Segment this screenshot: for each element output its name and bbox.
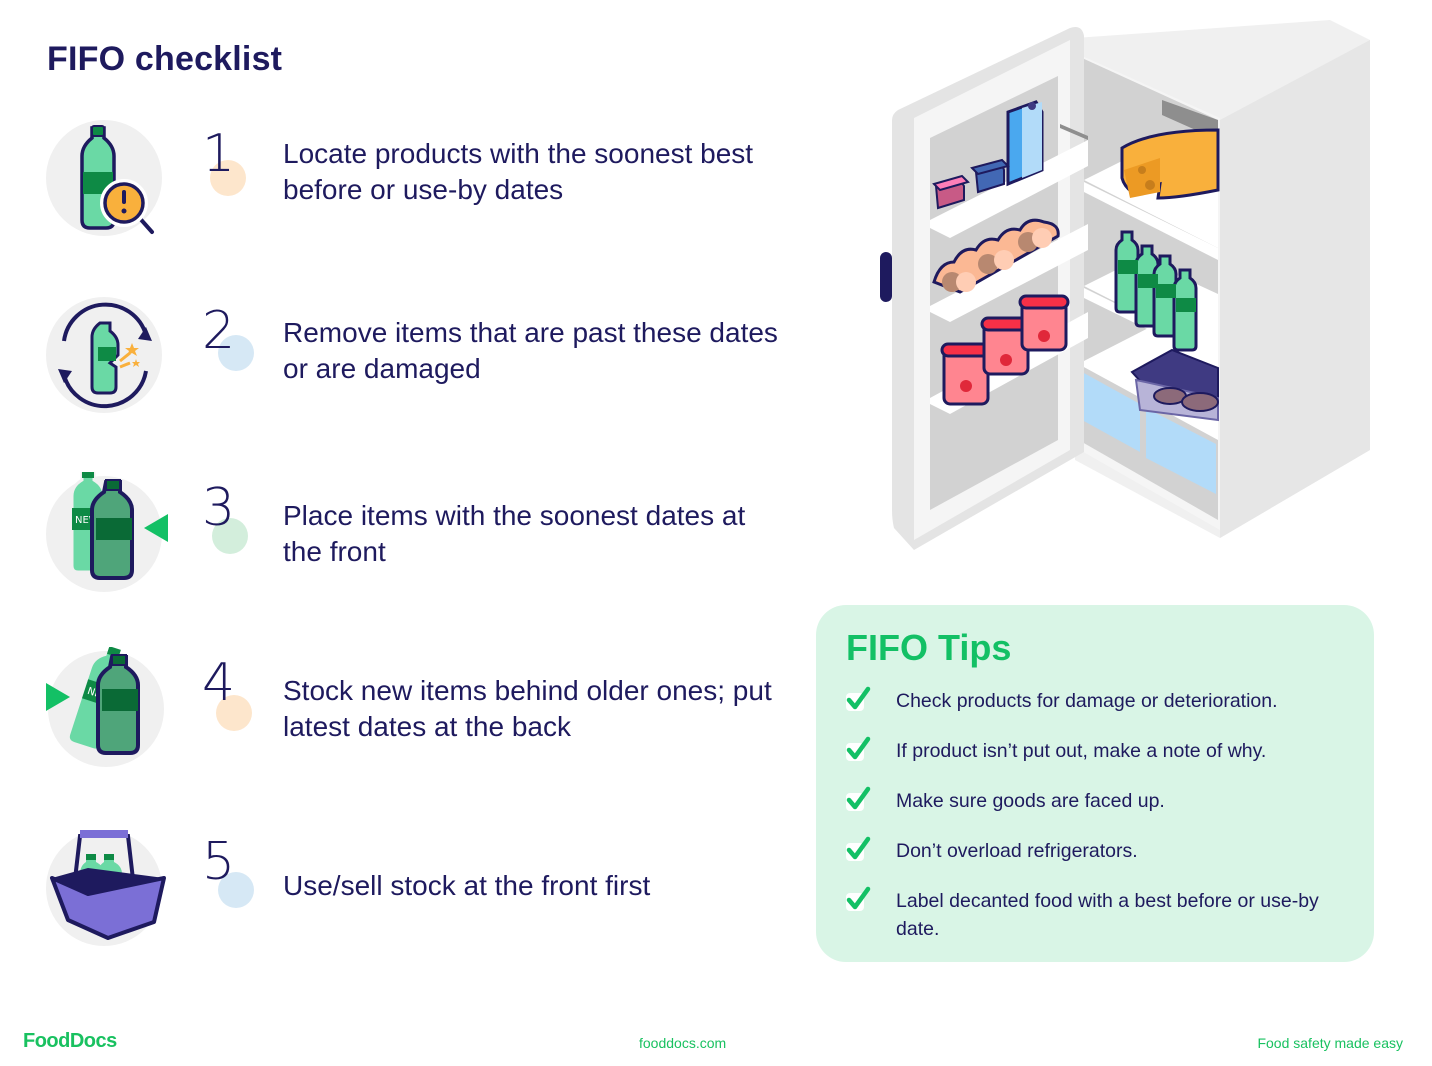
checklist-step-5: 5 Use/sell stock at the front first — [46, 826, 786, 946]
step-number: 3 — [202, 472, 262, 592]
checkmark-icon — [846, 886, 871, 911]
checklist-step-1: 1 Locate products with the soonest best … — [46, 118, 786, 238]
bottle-magnifier-warning-icon — [46, 118, 166, 238]
step-text: Remove items that are past these dates o… — [283, 317, 778, 384]
step-text: Stock new items behind older ones; put l… — [283, 675, 772, 742]
checkmark-icon — [846, 686, 871, 711]
step-number: 4 — [202, 647, 262, 767]
bottles-front-arrow-icon: NEW — [46, 470, 168, 592]
bottles-back-arrow-icon: NEW — [46, 646, 166, 767]
checkmark-icon — [846, 786, 871, 811]
basket-bottles-icon — [46, 826, 166, 946]
number-accent-dot — [218, 335, 254, 371]
number-accent-dot — [216, 695, 252, 731]
fooddocs-logo: FoodDocs — [23, 1030, 117, 1052]
step-text: Locate products with the soonest best be… — [283, 138, 754, 205]
damaged-bottle-cycle-icon — [46, 295, 166, 415]
checklist-step-4: NEW 4 Stock new items behind older ones;… — [46, 646, 786, 767]
footer-url-link[interactable]: fooddocs.com — [639, 1035, 727, 1051]
checklist-step-3: NEW 3 Place items with the soonest dates… — [46, 470, 786, 592]
svg-text:NEW: NEW — [75, 515, 99, 526]
step-number: 5 — [202, 826, 262, 946]
step-number: 2 — [202, 295, 262, 415]
checkmark-icon — [846, 836, 871, 861]
tips-heading: FIFO Tips — [846, 627, 1012, 668]
number-accent-dot — [218, 872, 254, 908]
step-text: Place items with the soonest dates at th… — [283, 500, 746, 567]
footer-tagline: Food safety made easy — [1257, 1035, 1403, 1051]
checklist-step-2: 2 Remove items that are past these dates… — [46, 295, 786, 415]
page-title: FIFO checklist — [47, 40, 283, 78]
checkmark-icon — [846, 736, 871, 761]
step-number: 1 — [202, 118, 262, 238]
fifo-tips-panel: FIFO Tips Check products for damage or d… — [816, 605, 1374, 962]
open-refrigerator-illustration — [870, 20, 1390, 580]
number-accent-dot — [210, 160, 246, 196]
number-accent-dot — [212, 518, 248, 554]
step-text: Use/sell stock at the front first — [283, 870, 651, 901]
